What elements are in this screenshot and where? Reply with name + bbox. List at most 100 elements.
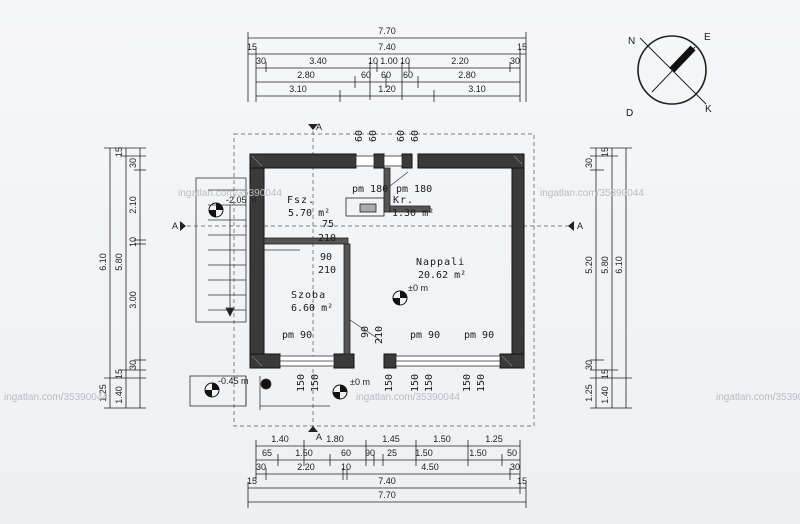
left-dim-seg-5: 30 [128, 360, 138, 370]
top-dim-r3-0: 30 [256, 56, 266, 66]
bot-dim-r1-3: 1.50 [433, 434, 451, 444]
win-dim-f: 150 [476, 374, 487, 392]
room-nappali-name: Nappali [416, 257, 465, 268]
section-markers: A A A A [172, 122, 583, 442]
opening-top60-b: 60 [368, 130, 379, 142]
level-inner: ±0 m [408, 283, 428, 293]
opening-90: 90 [320, 252, 332, 263]
bot-dim-r1-4: 1.25 [485, 434, 503, 444]
room-kr-area: 1.30 m² [392, 208, 434, 219]
opening-75: 75 [322, 219, 334, 230]
outer-walls [249, 153, 525, 369]
bot-dim-r4-2: 15 [517, 476, 527, 486]
top-dim-r5-1: 1.20 [378, 84, 396, 94]
bot-dim-r3-1: 2.20 [297, 462, 315, 472]
right-dim-seg-1: 30 [584, 158, 594, 168]
top-dim-r3-1: 3.40 [309, 56, 327, 66]
watermark-1: ingatlan.com/35390044 [178, 188, 282, 199]
top-dim-r2-2: 15 [517, 42, 527, 52]
top-dim-r4-3: 60 [403, 70, 413, 80]
top-dim-r4-1: 60 [361, 70, 371, 80]
opening-pm90-a: pm 90 [282, 330, 312, 341]
win-dim-d: 150 [424, 374, 435, 392]
entry-steps [189, 375, 330, 410]
win-dim-b: 150 [310, 374, 321, 392]
left-dim-seg-8: 1.40 [114, 386, 124, 404]
bot-dim-r2-1: 1.50 [295, 448, 313, 458]
level-ext-top: -2.05 m [226, 195, 257, 205]
watermark-5: ingatlan.com/35390044 [716, 392, 800, 403]
opening-90v: 90 [360, 326, 371, 338]
top-dimension-chains [247, 32, 527, 102]
room-fsz-name: Fsz. [287, 195, 315, 206]
bot-dim-r2-2: 60 [341, 448, 351, 458]
left-dim-seg-1: 30 [128, 158, 138, 168]
left-dim-seg-6: 15 [114, 369, 124, 379]
right-dimension-chains [590, 147, 632, 409]
bot-dim-r4-0: 15 [247, 476, 257, 486]
win-dim-a: 150 [296, 374, 307, 392]
north-arrow-compass: N E D K [626, 32, 712, 119]
right-dim-seg-5: 1.25 [584, 384, 594, 402]
top-dim-r3-2: 10 [368, 56, 378, 66]
room-szoba-name: Szoba [291, 290, 326, 301]
compass-d: D [626, 108, 633, 119]
top-dim-r4-2: 60 [381, 70, 391, 80]
opening-210b: 210 [318, 265, 336, 276]
opening-top60-d: 60 [410, 130, 421, 142]
opening-pm90-b: pm 90 [410, 330, 440, 341]
room-kr-name: Kr. [393, 195, 414, 206]
left-dim-seg-0: 15 [114, 147, 124, 157]
opening-pm180-a: pm 180 [352, 184, 388, 195]
left-dim-seg-3: 10 [128, 237, 138, 247]
exterior-stairs [195, 177, 247, 323]
bottom-windows [279, 355, 501, 367]
right-dim-seg-0: 15 [600, 147, 610, 157]
room-szoba-area: 6.60 m² [291, 303, 333, 314]
top-dim-r2-1: 7.40 [378, 42, 396, 52]
opening-top60-a: 60 [354, 130, 365, 142]
top-dim-r3-6: 30 [510, 56, 520, 66]
bot-dim-overall: 7.70 [378, 490, 396, 500]
bot-dim-r1-0: 1.40 [271, 434, 289, 444]
compass-e: E [704, 32, 711, 43]
watermark-3: ingatlan.com/35390044 [4, 392, 108, 403]
opening-top60-c: 60 [396, 130, 407, 142]
level-marker-porch [332, 384, 348, 400]
top-dim-r3-4: 10 [400, 56, 410, 66]
bot-dim-r2-3: 90 [365, 448, 375, 458]
top-dim-r4-0: 2.80 [297, 70, 315, 80]
level-porch: ±0 m [350, 377, 370, 387]
bot-dim-r2-4: 25 [387, 448, 397, 458]
bot-dim-r2-7: 50 [507, 448, 517, 458]
opening-210v: 210 [374, 326, 385, 344]
bot-dim-r2-5: 1.50 [415, 448, 433, 458]
watermark-4: ingatlan.com/35390044 [356, 392, 460, 403]
opening-210a: 210 [318, 233, 336, 244]
right-dim-seg-3: 15 [600, 369, 610, 379]
left-dim-outer: 6.10 [98, 253, 108, 271]
section-mark-top: A [316, 122, 322, 132]
left-dim-seg-2: 2.10 [128, 196, 138, 214]
interior-walls [263, 167, 431, 355]
win-dim-e: 150 [462, 374, 473, 392]
bot-dim-r3-2: 10 [341, 462, 351, 472]
compass-n: N [628, 36, 635, 47]
level-marker-inner [392, 290, 408, 306]
win-dim-c: 150 [410, 374, 421, 392]
top-dim-r2-0: 15 [247, 42, 257, 52]
door-swings [264, 171, 409, 341]
bot-dim-r4-1: 7.40 [378, 476, 396, 486]
bot-dim-r1-1: 1.80 [326, 434, 344, 444]
bot-dim-r3-3: 4.50 [421, 462, 439, 472]
level-ext-bottom: -0.45 m [218, 376, 249, 386]
top-dim-overall: 7.70 [378, 26, 396, 36]
right-dim-seg-4: 1.40 [600, 386, 610, 404]
top-dim-r5-0: 3.10 [289, 84, 307, 94]
bottom-dimension-chains [247, 440, 527, 508]
right-dim-mid: 5.80 [600, 256, 610, 274]
right-dim-seg-2: 30 [584, 360, 594, 370]
bot-dim-r2-6: 1.50 [469, 448, 487, 458]
